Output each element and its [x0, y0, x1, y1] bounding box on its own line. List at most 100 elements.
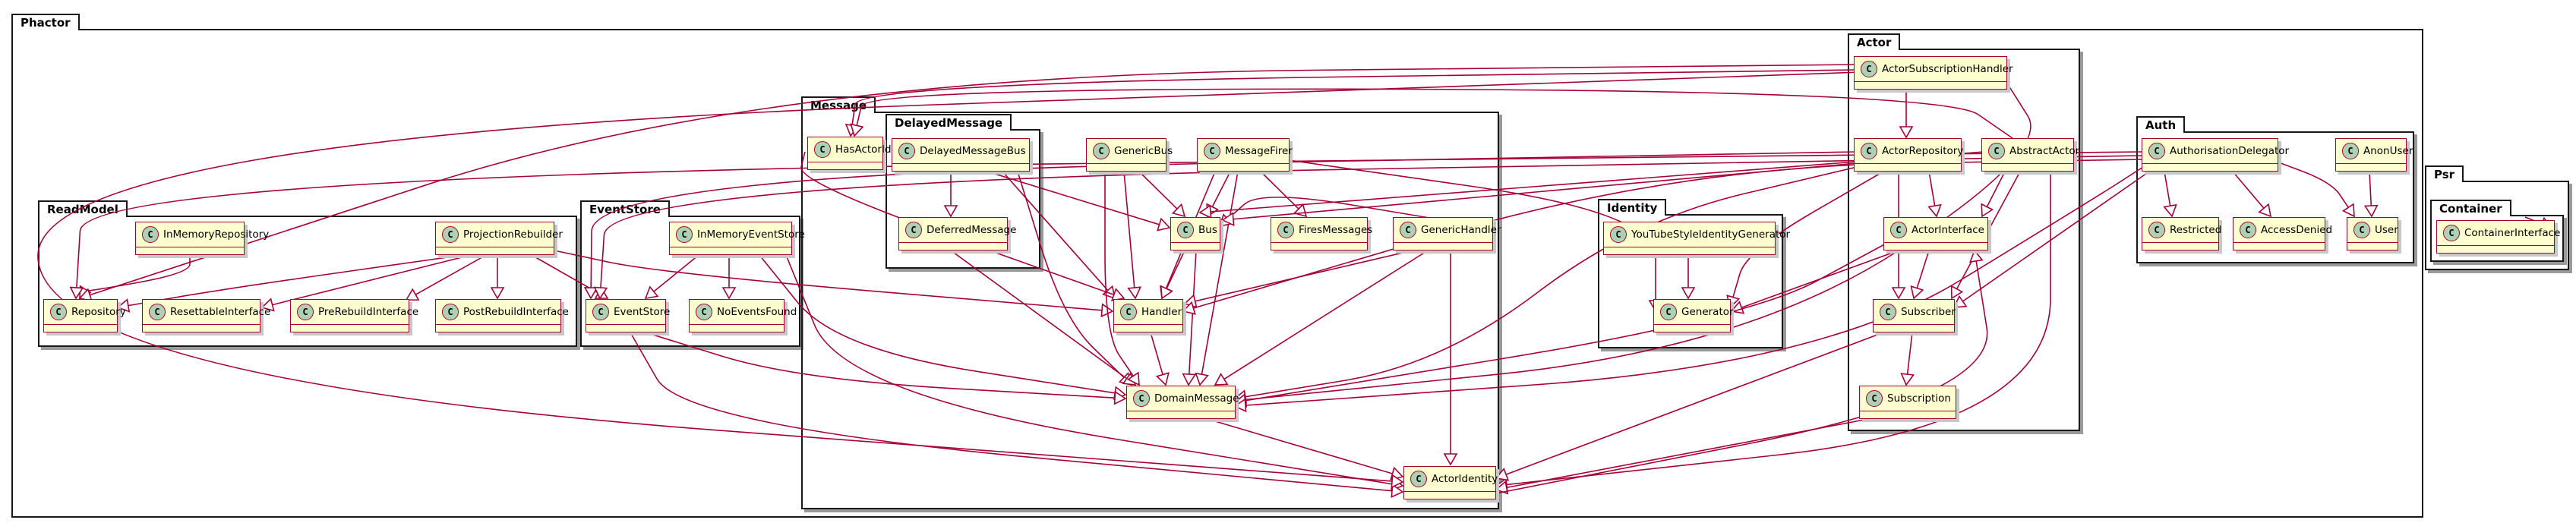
edge-firer-domainmsg [1195, 171, 1239, 386]
class-icon: C [297, 304, 314, 320]
class-icon: C [2240, 222, 2256, 238]
edge-genericbus-handler-line [1123, 171, 1135, 288]
edge-firer-bus-line [1211, 171, 1231, 207]
edge-firer-domainmsg-arrowhead [1195, 372, 1209, 386]
edge-actorrepo-subscriber-arrowhead [1891, 287, 1906, 300]
class-name: EventStore [614, 306, 671, 318]
edge-authdel-domainmsg-arrowhead [1233, 398, 1247, 413]
edge-anonuser-user-line [2369, 171, 2372, 206]
class-icon: C [1610, 226, 1627, 243]
edge-bus-domainmsg-arrowhead [1182, 373, 1197, 386]
edge-projection-prerebuild [405, 254, 487, 301]
edge-bus-handler-line [1166, 250, 1185, 289]
edge-projection-prerebuild-line [415, 254, 487, 295]
edge-actorinterface-subscriber [1910, 250, 1930, 300]
class-name: MessageFirer [1225, 145, 1293, 157]
edge-subscriber-subscription [1900, 332, 1915, 386]
edge-authdel-domainmsg [1233, 166, 2144, 413]
package-psr-label: Psr [2425, 165, 2464, 182]
edge-abstractactor-actoridentity-line [1506, 171, 2051, 486]
package-container: Container [2430, 200, 2564, 262]
class-icon: C [676, 226, 693, 243]
class-icon: C [442, 304, 459, 320]
class-name: ResettableInterface [170, 306, 271, 318]
edge-abstractactor-bus-arrowhead [1198, 204, 1212, 219]
edge-subscription-actoridentity-arrowhead [1495, 480, 1509, 495]
class-name: GenericHandler [1421, 224, 1501, 236]
edge-actoridentity-actorinterface-line [1495, 260, 1988, 494]
edge-generichandler-domainmsg-arrowhead [1214, 373, 1229, 386]
edge-projection-prerebuild-arrowhead [405, 288, 420, 301]
package-delayedmessage: DelayedMessage [886, 114, 1040, 269]
class-name: Generator [1681, 306, 1734, 318]
package-psr: Psr [2425, 165, 2569, 270]
edge-actorsub-hasactorid-line [851, 69, 1858, 126]
edge-abstractactor-subscriber-arrowhead [1950, 285, 1964, 300]
class-icon: C [1866, 390, 1883, 407]
edge-phactor-actoridentity-line [37, 71, 1861, 482]
edge-projection-postrebuild [490, 255, 505, 300]
edge-authdel-repository-arrowhead [69, 286, 84, 300]
class-icon: C [1861, 143, 1877, 159]
class-icon: C [2342, 143, 2359, 159]
edge-subscriber-actoridentity-line [1505, 332, 1884, 475]
edge-genericbus-domainmsg-line [1104, 172, 1134, 376]
class-handler[interactable]: C Handler [1113, 299, 1183, 332]
class-icon: C [2148, 143, 2165, 159]
class-icon: C [2443, 225, 2460, 241]
edge-abstractactor-subscriber-line [1956, 171, 2021, 290]
edge-anonuser-user-arrowhead [2363, 204, 2379, 218]
edge-inmemes-nofound-arrowhead [721, 287, 737, 300]
edge-genericbus-domainmsg [1104, 172, 1140, 386]
class-name: ActorInterface [1911, 224, 1984, 236]
edge-genericbus-handler-arrowhead [1127, 286, 1142, 300]
class-icon: C [2353, 222, 2370, 238]
class-icon: C [1120, 304, 1137, 320]
edge-genericbus-domainmsg-arrowhead [1126, 371, 1140, 386]
class-icon: C [1660, 304, 1677, 320]
edge-generichandler-actoridentity-arrowhead [1443, 453, 1458, 466]
edge-authdel-accessdenied-arrowhead [2258, 203, 2272, 218]
package-actor-label: Actor [1848, 33, 1901, 50]
edge-generichandler-domainmsg-line [1223, 250, 1428, 380]
class-name: Handler [1141, 306, 1182, 318]
edge-authdel-accessdenied-line [2232, 171, 2265, 209]
edge-projection-resettable [260, 254, 472, 312]
edge-ytgen-generator [1681, 255, 1696, 300]
class-generator[interactable]: C Generator [1653, 299, 1734, 332]
edge-projection-repository [116, 254, 464, 313]
edge-authdel-user-arrowhead [2341, 203, 2355, 218]
